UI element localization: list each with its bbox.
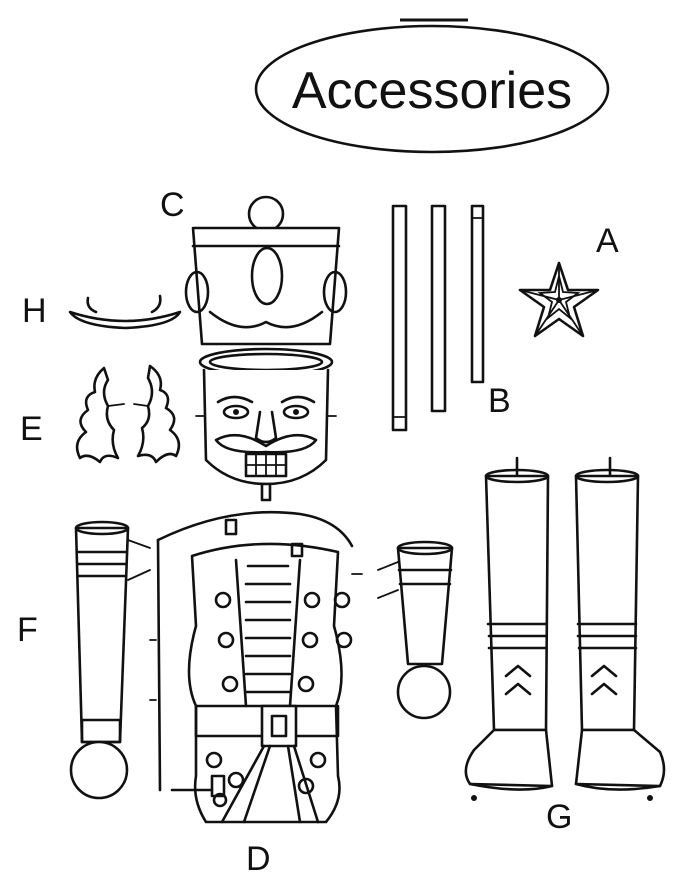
hair-pieces-icon: [77, 366, 179, 462]
label-d: D: [246, 840, 271, 872]
label-e: E: [20, 410, 43, 448]
star-topper-icon: [520, 263, 598, 336]
label-b: B: [488, 382, 511, 420]
head-with-hat-icon: [186, 197, 346, 500]
boots-icon: [466, 458, 664, 801]
title-banner: Accessories: [256, 20, 608, 152]
diagram-title: Accessories: [292, 62, 572, 120]
label-h: H: [22, 292, 47, 330]
label-g: G: [546, 798, 572, 836]
label-a: A: [596, 222, 619, 260]
pole-rods-icon: [393, 206, 483, 430]
label-f: F: [17, 611, 38, 649]
torso-icon: [150, 512, 362, 822]
label-c: C: [160, 186, 185, 224]
hat-brim-icon: [70, 296, 180, 328]
